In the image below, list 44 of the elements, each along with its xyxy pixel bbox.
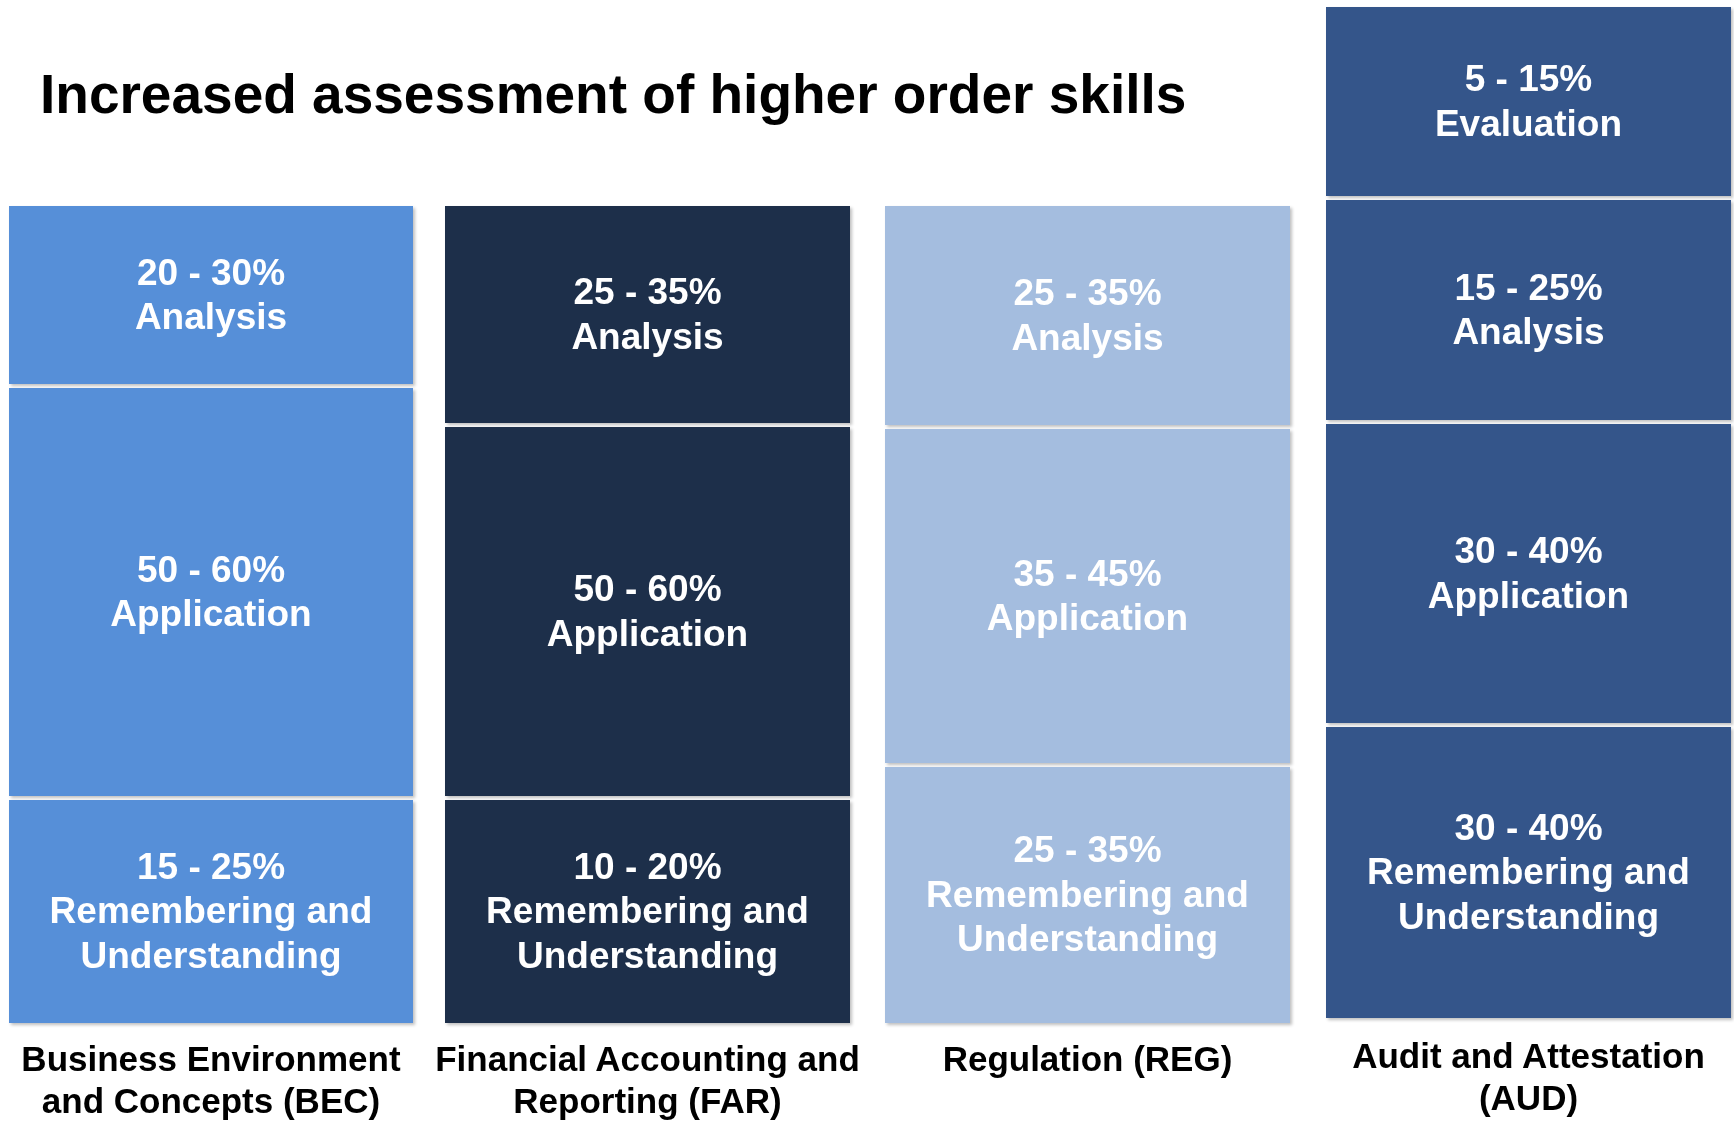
bar-segment — [9, 388, 413, 796]
percent-range: 30 - 40% — [1453, 529, 1604, 574]
column-label: Financial Accounting and Reporting (FAR) — [435, 1038, 860, 1122]
bar-segment — [1326, 7, 1731, 196]
percent-range: 30 - 40% — [1453, 805, 1604, 850]
bar-segment — [1326, 727, 1731, 1018]
percent-range: 50 - 60% — [135, 547, 287, 592]
column-label: Regulation (REG) — [941, 1038, 1234, 1080]
skill-level: Analysis — [1451, 310, 1606, 354]
percent-range: 25 - 35% — [1012, 271, 1163, 316]
percent-range: 10 - 20% — [572, 844, 723, 889]
percent-range: 15 - 25% — [1453, 265, 1604, 310]
bar-segment — [445, 427, 850, 796]
skill-level: Application — [109, 592, 313, 636]
bar-segment — [445, 800, 850, 1023]
skill-level: Remembering and Understanding — [925, 872, 1250, 962]
skill-level: Application — [985, 596, 1190, 640]
bar-segment — [1326, 424, 1731, 723]
skill-level: Analysis — [133, 295, 289, 339]
skill-level: Evaluation — [1433, 101, 1624, 146]
percent-range: 35 - 45% — [1012, 551, 1163, 596]
percent-range: 50 - 60% — [572, 567, 723, 612]
title: Increased assessment of higher order skills — [40, 62, 1187, 126]
bar-segment — [885, 429, 1290, 763]
bar-segment — [1326, 200, 1731, 420]
skill-level: Remembering and Understanding — [485, 889, 810, 978]
bar-segment — [445, 206, 850, 423]
percent-range: 25 - 35% — [572, 270, 723, 315]
bar-segment — [885, 206, 1290, 425]
percent-range: 20 - 30% — [135, 250, 287, 295]
skill-level: Remembering and Understanding — [1366, 850, 1691, 939]
skill-level: Remembering and Understanding — [48, 889, 374, 978]
skill-level: Analysis — [1010, 315, 1165, 360]
percent-range: 5 - 15% — [1463, 57, 1594, 102]
column-label: Audit and Attestation (AUD) — [1351, 1035, 1706, 1119]
skill-level: Application — [545, 611, 750, 656]
bar-segment — [9, 206, 413, 384]
percent-range: 15 - 25% — [135, 844, 287, 889]
bar-segment — [885, 767, 1290, 1023]
column-label: Business Environment and Concepts (BEC) — [20, 1038, 402, 1122]
percent-range: 25 - 35% — [1012, 828, 1163, 873]
bar-segment — [9, 800, 413, 1023]
skill-level: Application — [1426, 573, 1631, 618]
skill-level: Analysis — [570, 314, 725, 359]
